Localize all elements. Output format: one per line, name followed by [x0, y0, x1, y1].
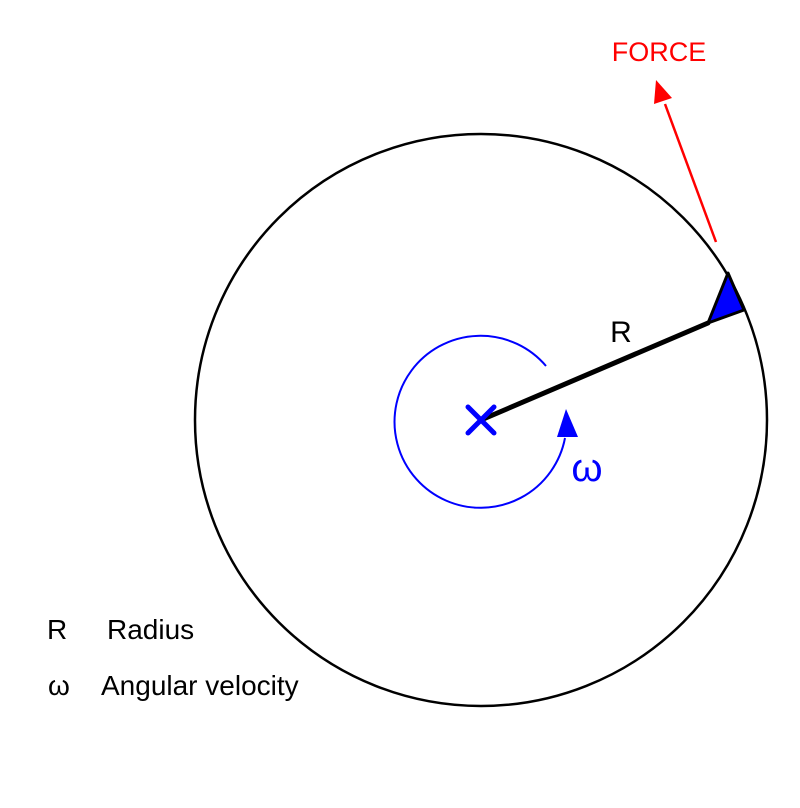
radius-line: [478, 320, 711, 423]
radius-label: R: [610, 316, 632, 349]
legend-row-omega: ω Angular velocity: [0, 670, 360, 706]
disk-outline: [193, 132, 769, 708]
mass-block: [706, 271, 746, 325]
legend-desc-radius: Radius: [107, 614, 195, 645]
legend-row-radius: R Radius: [0, 614, 300, 650]
force-arrow-shaft: [663, 103, 718, 243]
angular-velocity-arc: [393, 334, 566, 509]
force-arrow-head: [654, 80, 672, 104]
force-label: FORCE: [612, 37, 707, 67]
legend-desc-omega: Angular velocity: [101, 670, 299, 701]
legend-symbol-radius: R: [47, 614, 68, 645]
legend-symbol-omega: ω: [48, 670, 70, 701]
center-cross-icon: [465, 404, 497, 436]
angular-velocity-arrowhead: [557, 409, 578, 437]
omega-label: ω: [571, 446, 602, 490]
